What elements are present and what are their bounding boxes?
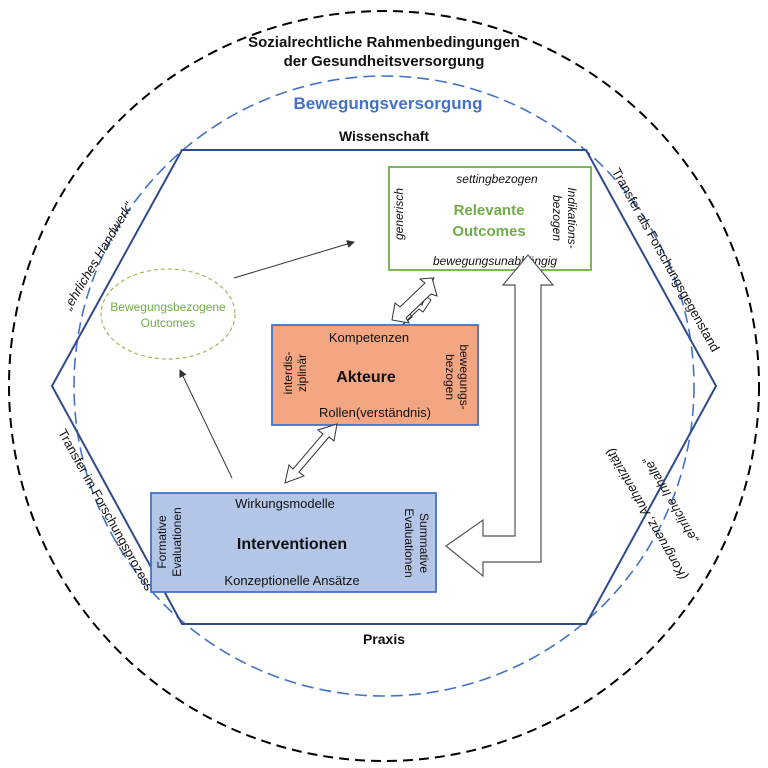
outcomes-title-line1: Relevante bbox=[454, 202, 525, 219]
hexagon-bottom-label: Praxis bbox=[363, 631, 405, 647]
hexagon-top-label: Wissenschaft bbox=[339, 128, 429, 144]
outcomes-bottom: bewegungsunabhängig bbox=[433, 254, 557, 268]
outcomes-right-1: Indikations- bbox=[565, 187, 579, 248]
akteure-left-2: ziplinär bbox=[295, 354, 309, 392]
arrow-interventionen-to-ellipse bbox=[179, 369, 233, 479]
outcomes-top: settingbezogen bbox=[456, 172, 538, 186]
double-arrow-akteure-interventionen bbox=[284, 423, 338, 484]
akteure-box bbox=[271, 324, 479, 426]
akteure-left-1: interdis- bbox=[281, 352, 295, 395]
side-label-left-bottom: Transfer im Forschungsprozess bbox=[55, 426, 157, 593]
akteure-right-2: bezogen bbox=[443, 354, 457, 400]
interventionen-left-1: Formative bbox=[155, 515, 169, 569]
inner-circle-title: Bewegungsversorgung bbox=[294, 94, 483, 113]
side-label-left-top: „ehrliches Handwerk“ bbox=[60, 199, 137, 313]
interventionen-box bbox=[150, 492, 437, 593]
double-arrow-akteure-outcomes-shape bbox=[391, 277, 438, 324]
interventionen-left-2: Evaluationen bbox=[170, 507, 184, 576]
akteure-bottom: Rollen(verständnis) bbox=[319, 405, 431, 420]
akteure-right-1: bewegungs- bbox=[457, 344, 471, 409]
outcomes-right-2: bezogen bbox=[550, 195, 564, 241]
ellipse-label-line1: Bewegungsbezogene bbox=[110, 300, 226, 314]
outer-circle-title-line1: Sozialrechtliche Rahmenbedingungen bbox=[248, 34, 520, 51]
relevante-outcomes-box bbox=[388, 166, 592, 271]
arrow-ellipse-to-outcomes bbox=[233, 240, 355, 279]
hexagon bbox=[50, 149, 718, 625]
inner-circle bbox=[73, 75, 695, 697]
outcomes-left: generisch bbox=[392, 188, 406, 240]
large-l-arrow bbox=[445, 254, 555, 578]
outcomes-title-line2: Outcomes bbox=[452, 223, 525, 240]
outer-circle-title-line2: der Gesundheitsversorgung bbox=[284, 53, 485, 70]
akteure-title: Akteure bbox=[336, 369, 396, 386]
interventionen-right-1: Summative bbox=[417, 513, 431, 573]
interventionen-bottom: Konzeptionelle Ansätze bbox=[224, 573, 359, 588]
interventionen-right-2: Evaluationen bbox=[402, 508, 416, 577]
interventionen-top: Wirkungsmodelle bbox=[235, 496, 335, 511]
bewegungsbezogene-outcomes-ellipse bbox=[100, 268, 236, 360]
interventionen-title: Interventionen bbox=[237, 536, 347, 553]
outer-circle bbox=[8, 10, 760, 762]
akteure-top: Kompetenzen bbox=[329, 330, 409, 345]
ellipse-label-line2: Outcomes bbox=[141, 316, 196, 330]
